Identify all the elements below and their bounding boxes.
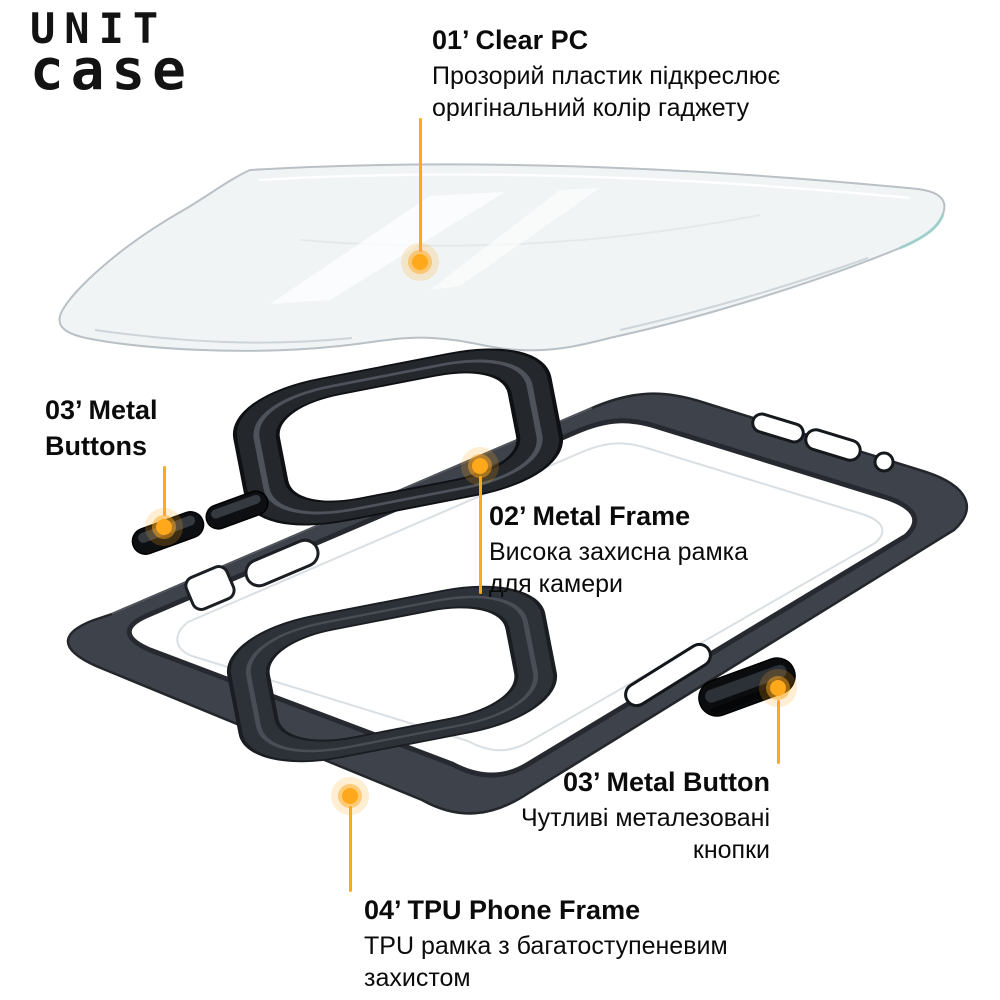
plate-top-highlight xyxy=(257,173,911,200)
case-inner-wall-shadow xyxy=(126,418,918,778)
brand-logo-line2: case xyxy=(30,38,193,103)
callout-dot-clear-pc xyxy=(412,254,428,270)
callout-metal-buttons-title-line2: Buttons xyxy=(45,431,147,461)
metal-button-small-upper xyxy=(205,490,269,530)
leader-line-tpu-frame xyxy=(349,806,352,892)
callout-metal-frame-body-line2: для камери xyxy=(489,570,624,598)
top-rail-pill-cutout-2 xyxy=(804,428,862,462)
callout-tpu-phone-frame-body-line1: TPU рамка з багатоступеневим xyxy=(364,932,728,960)
leader-line-clear-pc xyxy=(419,118,422,252)
callout-clear-pc: 01’ Clear PC Прозорий пластик підкреслює… xyxy=(432,24,780,124)
callout-clear-pc-body-line2: оригінальний колір гаджету xyxy=(432,94,750,122)
clear-pc-plate xyxy=(58,163,946,352)
callout-metal-frame-body-line1: Висока захисна рамка xyxy=(489,538,749,566)
callout-metal-buttons: 03’ Metal Buttons xyxy=(45,394,158,466)
brand-logo-line1: UNIT xyxy=(30,4,168,53)
plate-bottom-edge-right xyxy=(619,257,869,331)
callout-metal-frame-title: 02’ Metal Frame xyxy=(489,501,691,531)
callout-metal-button-body-line1: Чутливі металезовані xyxy=(520,804,770,832)
callout-clear-pc-body-line1: Прозорий пластик підкреслює xyxy=(432,62,781,90)
callout-tpu-phone-frame: 04’ TPU Phone Frame TPU рамка з багатост… xyxy=(364,894,728,994)
callout-metal-frame: 02’ Metal Frame Висока захисна рамка для… xyxy=(489,500,748,600)
callout-metal-button-title: 03’ Metal Button xyxy=(562,767,770,797)
plate-bottom-edge-left xyxy=(94,329,353,344)
top-rail-pill-cutout-1 xyxy=(751,412,805,444)
callout-tpu-phone-frame-body-line2: захистом xyxy=(364,964,471,992)
camera-metal-frame-highlight xyxy=(253,359,543,515)
case-rail-cutouts xyxy=(184,412,895,708)
callout-metal-button: 03’ Metal Button Чутливі металезовані кн… xyxy=(521,766,770,866)
plate-streak-1 xyxy=(270,192,505,304)
leader-line-metal-button xyxy=(777,700,780,764)
brand-logo: UNIT case xyxy=(30,8,193,99)
callout-dot-metal-button xyxy=(770,680,786,696)
left-rail-square-cutout xyxy=(184,565,236,611)
bottom-rail-button-cutout xyxy=(624,642,712,708)
top-rail-round-cutout xyxy=(873,451,895,473)
callout-tpu-phone-frame-title: 04’ TPU Phone Frame xyxy=(364,895,641,925)
leader-line-metal-frame xyxy=(479,476,482,594)
callout-metal-button-body-line2: кнопки xyxy=(692,836,770,864)
camera-cutout-ring-highlight xyxy=(245,595,539,753)
callout-dot-metal-buttons xyxy=(156,519,172,535)
plate-edge-tint xyxy=(899,213,945,250)
clear-back-inner-outline xyxy=(176,442,884,752)
callout-dot-tpu-frame xyxy=(342,788,358,804)
callout-metal-buttons-title-line1: 03’ Metal xyxy=(45,395,158,425)
camera-cutout-ring-body xyxy=(227,585,557,763)
camera-cutout-ring xyxy=(227,585,557,763)
callout-dot-metal-frame xyxy=(472,458,488,474)
callout-clear-pc-title: 01’ Clear PC xyxy=(432,25,589,55)
left-rail-pill-cutout xyxy=(244,538,320,588)
plate-streak-2 xyxy=(430,188,600,290)
leader-line-metal-buttons xyxy=(163,466,166,516)
